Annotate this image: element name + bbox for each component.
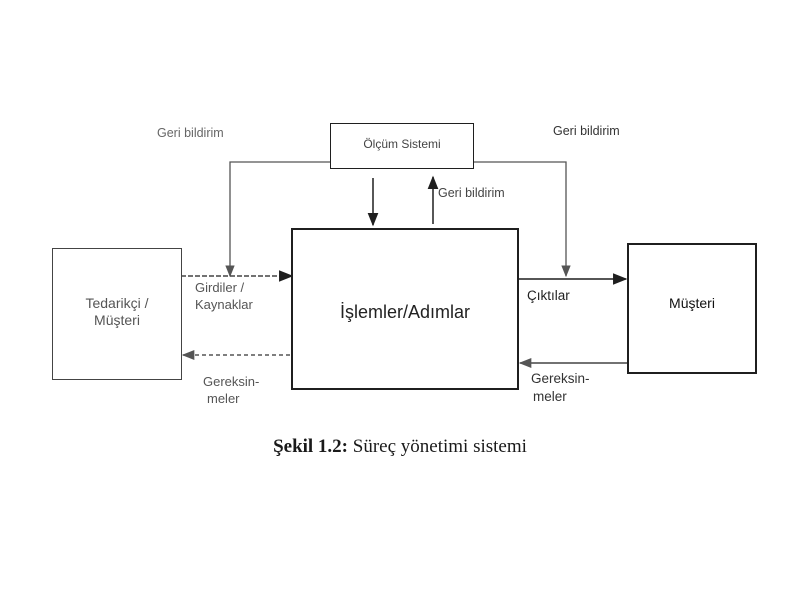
feedback-right-connector: [474, 161, 571, 278]
feedback-right-label: Geri bildirim: [553, 124, 620, 138]
requirements-left-label-line2: meler: [207, 391, 240, 406]
supplier-label: Tedarikçi / Müşteri: [85, 295, 149, 328]
outputs-label: Çıktılar: [527, 288, 570, 303]
inputs-label-line1: Girdiler /: [195, 280, 245, 295]
customer-label: Müşteri: [669, 295, 715, 311]
feedback-center-label: Geri bildirim: [438, 186, 505, 200]
requirements-right-label-line1: Gereksin-: [531, 371, 590, 386]
inputs-label-line2: Kaynaklar: [195, 297, 253, 312]
process-box: İşlemler/Adımlar: [291, 228, 519, 390]
process-label: İşlemler/Adımlar: [339, 302, 471, 322]
measurement-system-box: Ölçüm Sistemi: [330, 123, 474, 169]
feedback-left-connector: [225, 161, 330, 278]
measurement-system-label: Ölçüm Sistemi: [363, 137, 441, 151]
figure-caption: Şekil 1.2: Süreç yönetimi sistemi: [0, 436, 800, 458]
supplier-box: Tedarikçi / Müşteri: [52, 248, 182, 380]
figure-caption-text: Süreç yönetimi sistemi: [352, 436, 527, 457]
feedback-left-label: Geri bildirim: [157, 126, 224, 140]
requirements-left-label-line1: Gereksin-: [203, 374, 260, 389]
figure-caption-prefix: Şekil 1.2:: [273, 436, 349, 457]
requirements-right-label-line2: meler: [533, 389, 567, 404]
customer-box: Müşteri: [627, 243, 757, 374]
